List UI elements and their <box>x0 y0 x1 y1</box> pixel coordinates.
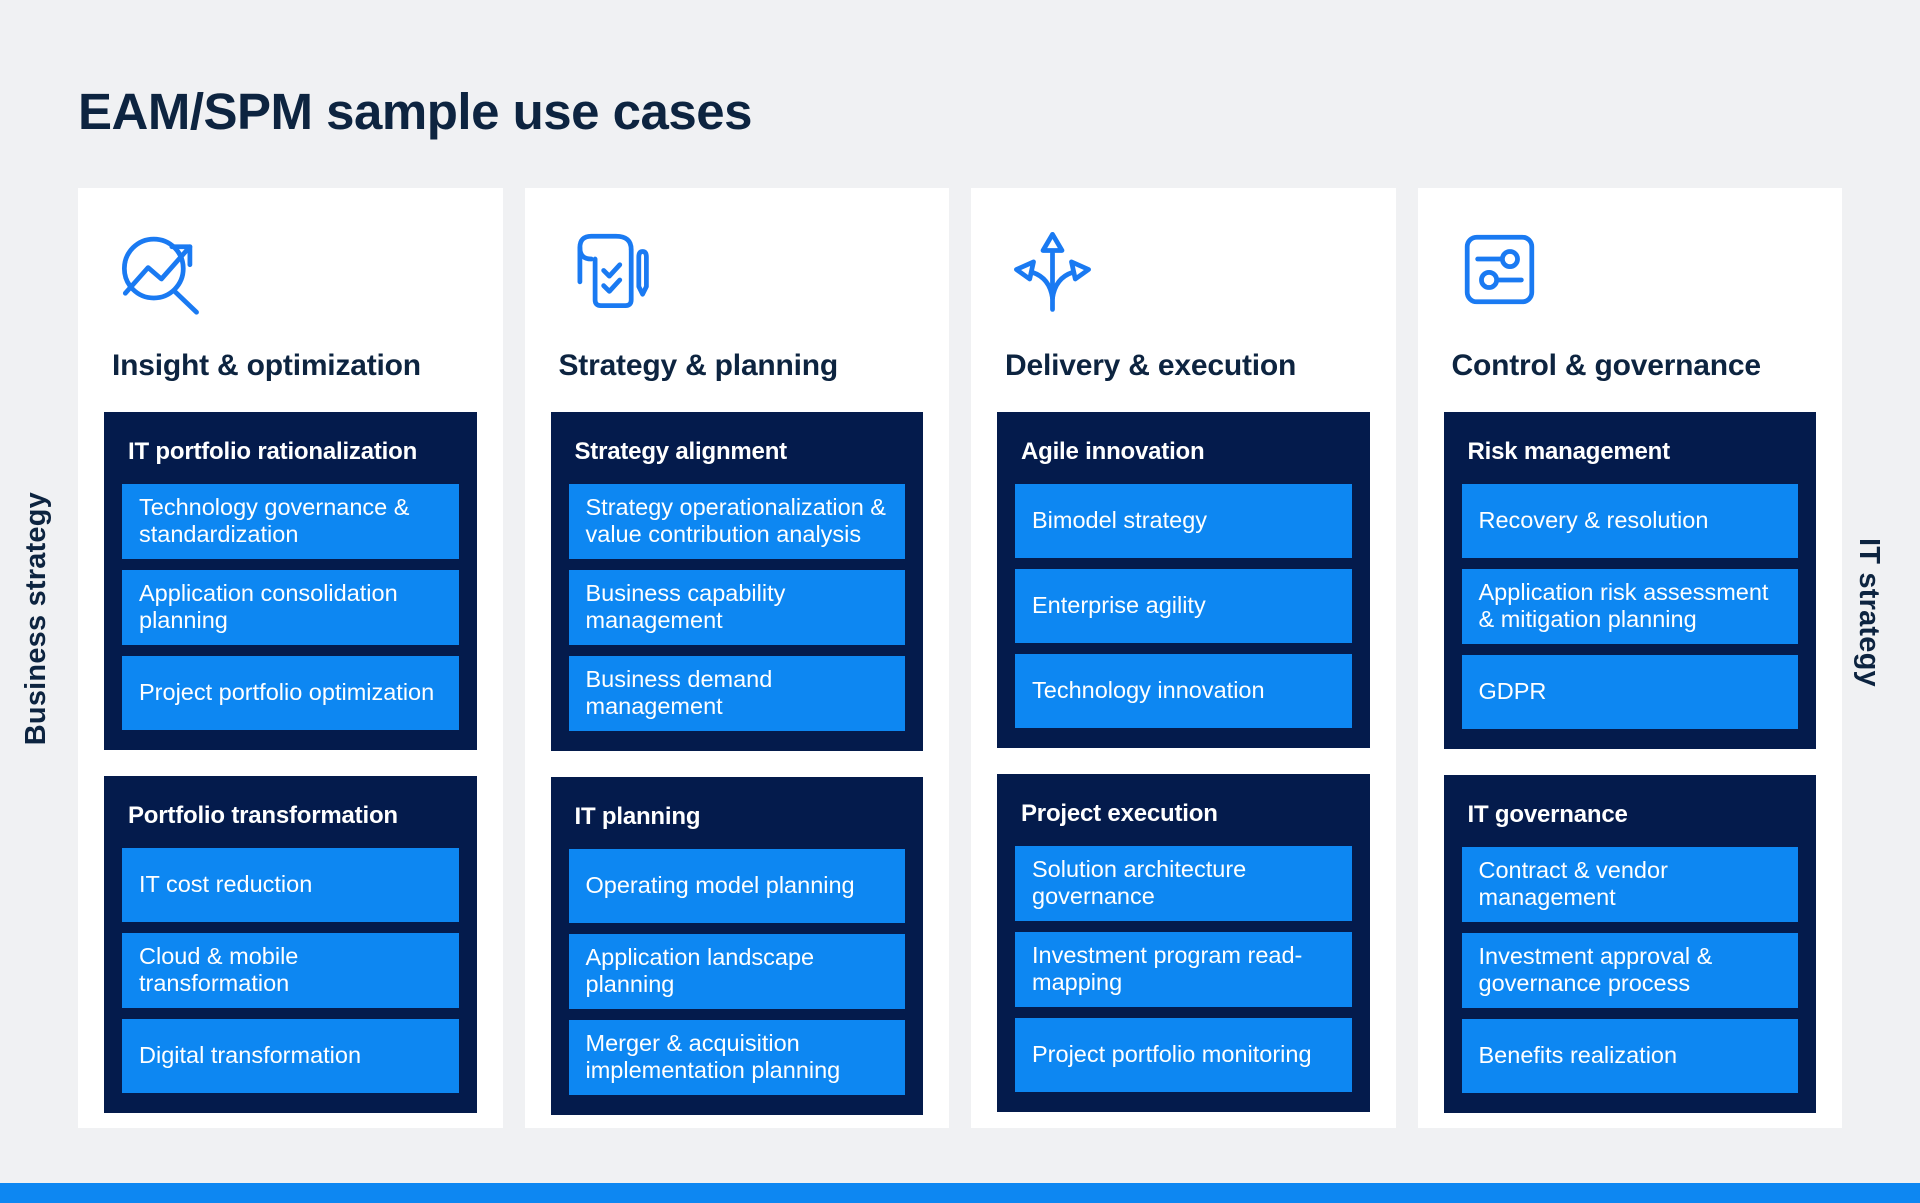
category-title: Strategy & planning <box>558 349 839 382</box>
card-header: Risk management <box>1467 438 1671 465</box>
use-case-item: Recovery & resolution <box>1461 484 1798 558</box>
use-case-item: Technology innovation <box>1015 654 1352 728</box>
category-title: Control & governance <box>1451 349 1762 382</box>
use-case-item: Business capability management <box>568 569 905 645</box>
use-case-item: Merger & acquisition implementation plan… <box>568 1019 905 1095</box>
use-case-item: Solution architecture governance <box>1015 846 1352 921</box>
use-case-item: Application consolidation planning <box>122 569 459 645</box>
card-header: IT portfolio rationalization <box>128 438 418 465</box>
columns-row: Insight & optimization IT portfolio rati… <box>78 188 1842 1128</box>
card-header: IT governance <box>1467 800 1628 828</box>
use-case-item: Enterprise agility <box>1015 569 1352 643</box>
use-case-item: Bimodel strategy <box>1015 484 1352 558</box>
category-panel: Insight & optimization IT portfolio rati… <box>78 188 503 1128</box>
trend-analysis-icon <box>112 222 207 317</box>
use-case-item: Investment approval & governance process <box>1461 932 1798 1008</box>
card-header: Agile innovation <box>1021 438 1205 465</box>
sliders-icon <box>1452 222 1547 317</box>
card-header: Strategy alignment <box>574 438 788 465</box>
use-case-item: Application risk assessment & mitigation… <box>1461 569 1798 644</box>
use-case-item: Cloud & mobile transformation <box>122 932 459 1008</box>
page-title: EAM/SPM sample use cases <box>78 83 753 141</box>
use-case-item: GDPR <box>1461 654 1798 729</box>
use-case-item: Application landscape planning <box>568 933 905 1009</box>
item-list: Strategy operationalization & value cont… <box>568 484 905 731</box>
category-title: Delivery & execution <box>1005 349 1297 382</box>
card-header: Project execution <box>1021 800 1218 827</box>
checklist-scroll-icon <box>559 222 654 317</box>
use-case-item: Project portfolio monitoring <box>1015 1017 1352 1092</box>
use-case-item: Investment program read-mapping <box>1015 931 1352 1007</box>
use-case-item: Operating model planning <box>568 848 905 923</box>
use-case-item: Strategy operationalization & value cont… <box>568 484 905 559</box>
use-case-card: Portfolio transformation IT cost reductio… <box>104 775 477 1113</box>
branching-arrows-icon <box>1005 222 1100 317</box>
right-axis-label: IT strategy <box>1853 538 1885 687</box>
category-title: Insight & optimization <box>112 349 421 382</box>
card-header: IT planning <box>574 802 701 830</box>
bottom-accent-bar <box>0 1183 1920 1203</box>
use-case-item: IT cost reduction <box>122 847 459 922</box>
card-header: Portfolio transformation <box>128 801 398 829</box>
use-case-item: Technology governance & standardization <box>122 484 459 559</box>
use-case-item: Project portfolio optimization <box>122 655 459 730</box>
use-case-item: Business demand management <box>568 655 905 731</box>
use-case-item: Benefits realization <box>1461 1018 1798 1093</box>
left-axis-label: Business strategy <box>20 492 52 746</box>
use-case-item: Digital transformation <box>122 1018 459 1093</box>
use-case-item: Contract & vendor management <box>1461 846 1798 922</box>
